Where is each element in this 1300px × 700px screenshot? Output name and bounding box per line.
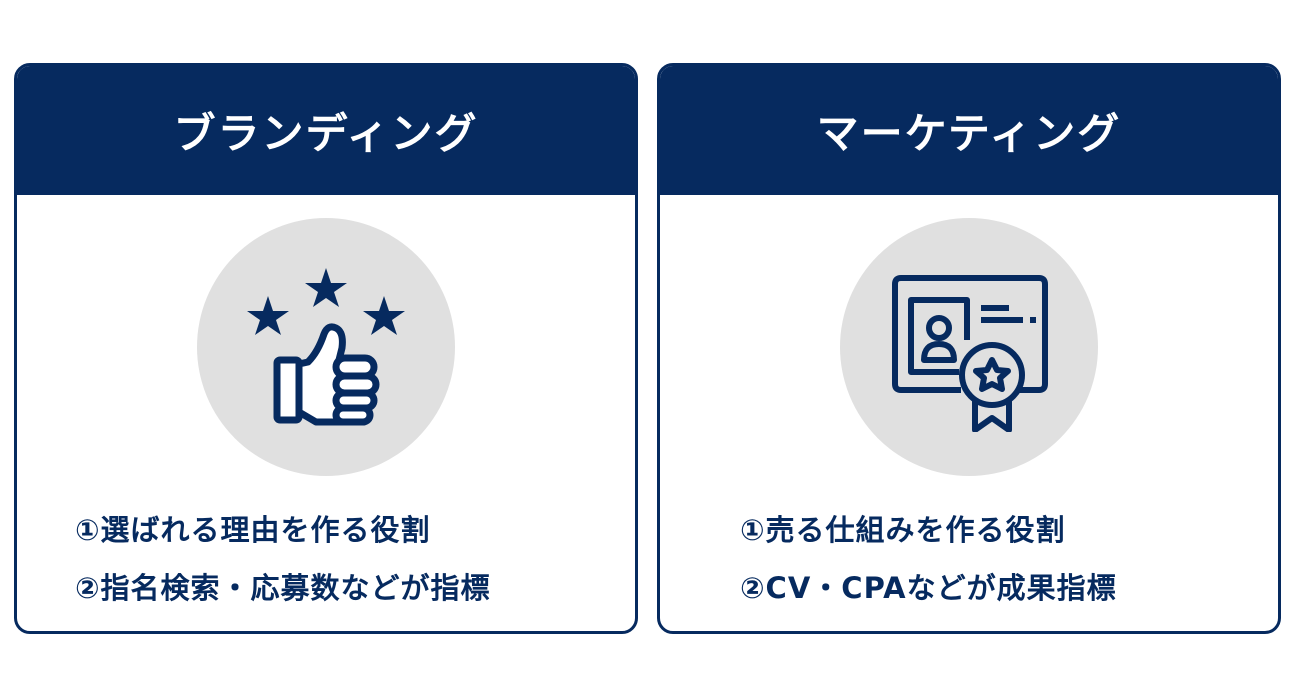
thumbs-up-stars-icon <box>247 268 405 426</box>
icon-circle <box>197 218 455 476</box>
card-title: マーケティング <box>660 66 1278 195</box>
point-item: ②指名検索・応募数などが指標 <box>75 571 491 605</box>
point-item: ①売る仕組みを作る役割 <box>740 513 1066 547</box>
point-list: ①選ばれる理由を作る役割 ②指名検索・応募数などが指標 <box>75 501 491 617</box>
point-item: ②CV・CPAなどが成果指標 <box>740 571 1117 605</box>
icon-circle <box>840 218 1098 476</box>
marketing-card: マーケティング ①売る仕組みを作る役割 ②CV・CPAなどが成果指標 <box>657 63 1281 634</box>
point-item: ①選ばれる理由を作る役割 <box>75 513 431 547</box>
certificate-badge-icon <box>892 275 1048 432</box>
point-list: ①売る仕組みを作る役割 ②CV・CPAなどが成果指標 <box>740 501 1117 617</box>
branding-card: ブランディング ①選ばれる理由を作る役割 ②指名検索・応募数などが指標 <box>14 63 638 634</box>
card-title: ブランディング <box>17 66 635 195</box>
